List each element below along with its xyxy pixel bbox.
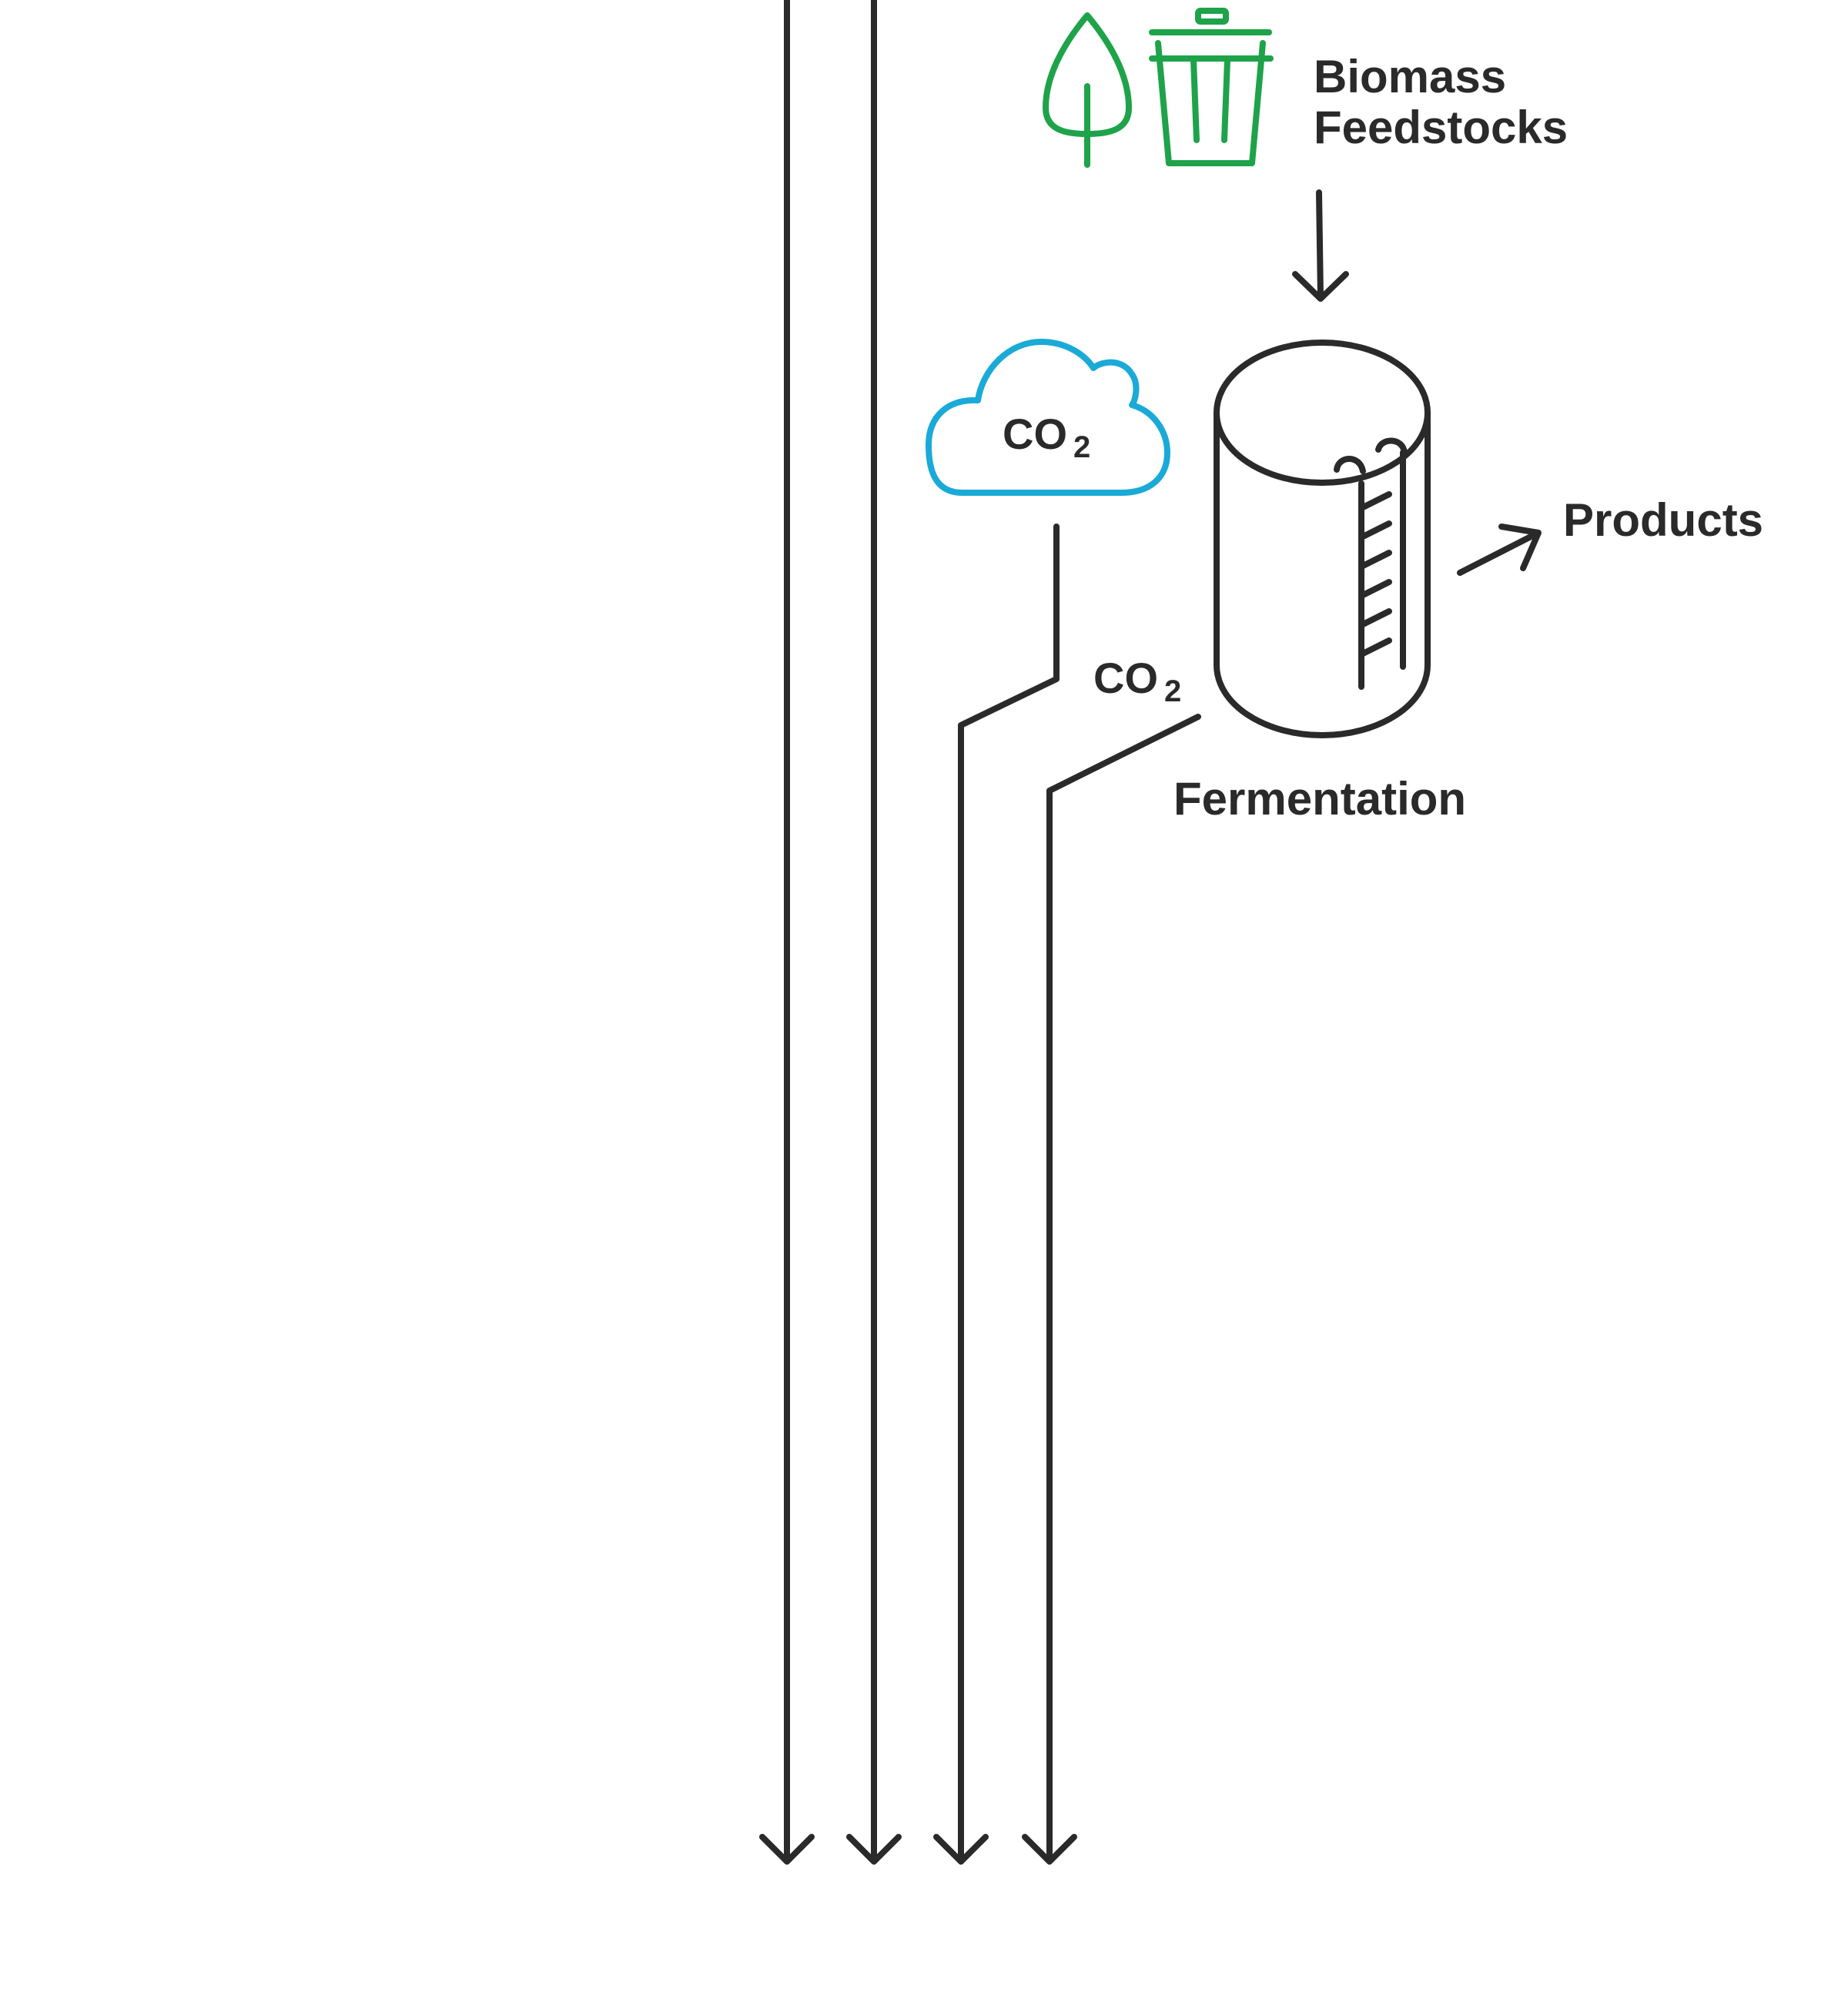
co2-flow-subscript: 2 [1164, 674, 1181, 708]
co2-cloud-flow-line [933, 524, 1060, 1865]
trash-can-icon [1149, 8, 1274, 166]
flow-line-2 [846, 0, 902, 1865]
flow-line-1 [759, 0, 815, 1865]
products-label: Products [1563, 494, 1763, 546]
fermentation-label: Fermentation [1173, 773, 1466, 825]
co2-cloud-subscript: 2 [1073, 430, 1090, 464]
biomass-feedstocks-label-line2: Feedstocks [1314, 102, 1568, 153]
fermentation-co2-flow-line [1022, 714, 1201, 1865]
feedstock-arrow [1292, 189, 1349, 302]
biomass-feedstocks-label-line1: Biomass [1314, 51, 1506, 102]
fermentation-tank-icon [1214, 340, 1431, 738]
leaf-icon [1043, 12, 1132, 168]
cloud-icon [926, 339, 1170, 496]
products-arrow [1457, 524, 1542, 576]
co2-flow-label: CO [1093, 654, 1158, 702]
co2-cloud-label: CO [1003, 410, 1067, 458]
